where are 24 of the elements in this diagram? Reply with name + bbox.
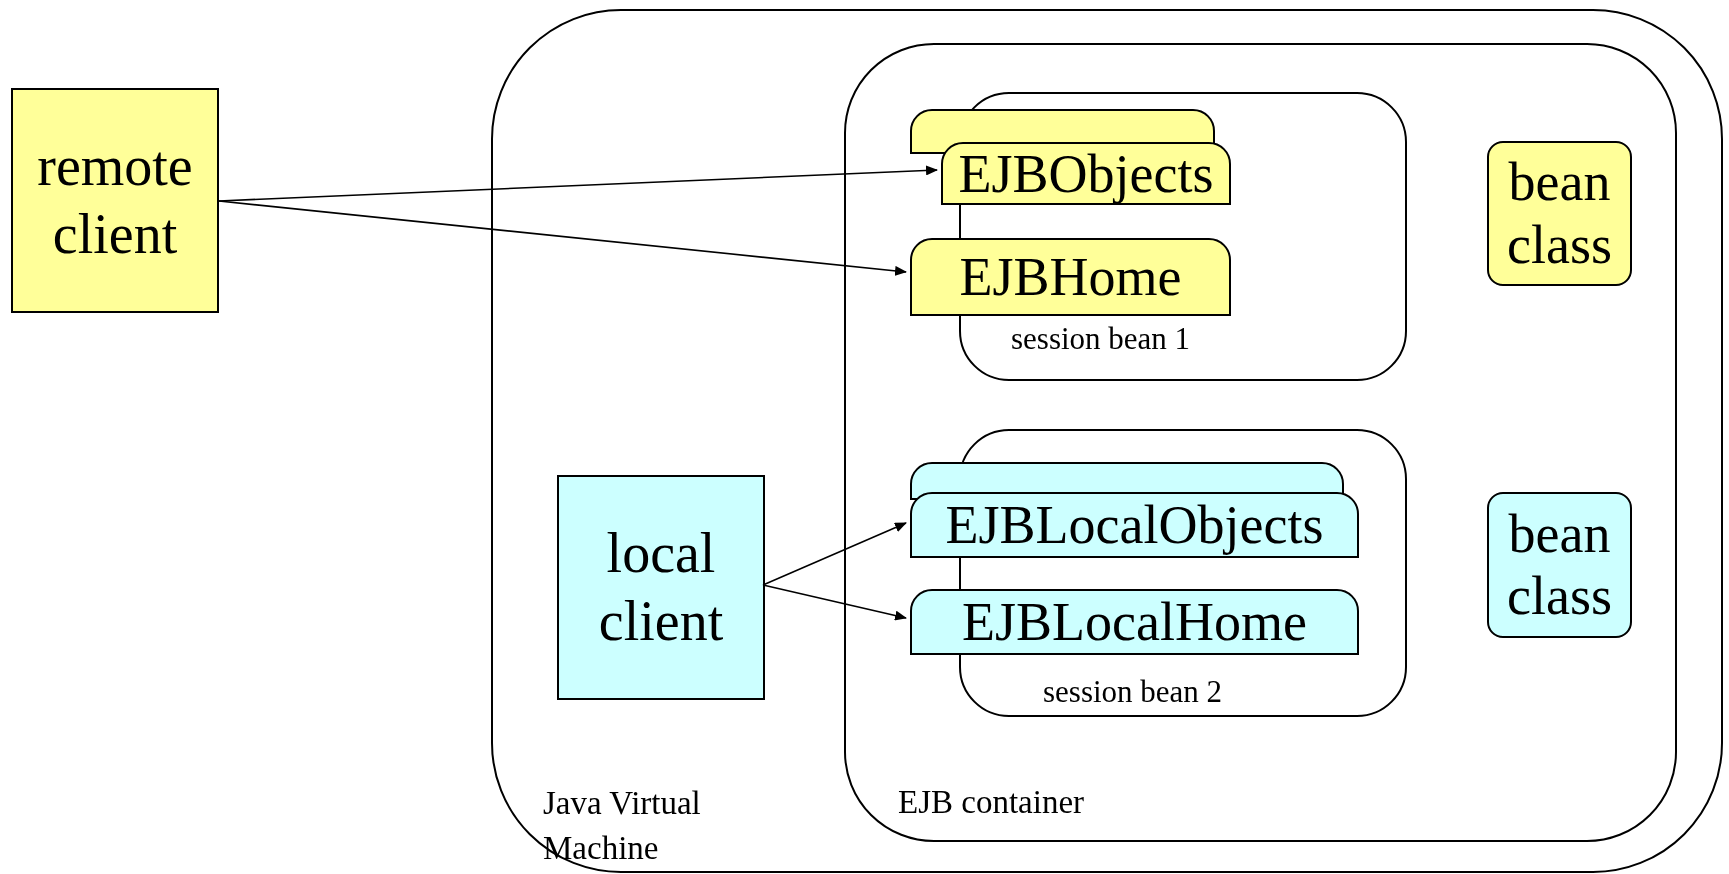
client-box xyxy=(11,88,219,313)
stacked-interface-drawing xyxy=(910,109,1231,205)
arrow xyxy=(218,200,907,276)
node-label: EJB container xyxy=(898,783,1085,822)
node-label: remote client xyxy=(36,134,194,267)
bean-class-box xyxy=(1487,141,1632,286)
stacked-interface-drawing xyxy=(910,462,1359,558)
client-box xyxy=(557,475,765,700)
arrow xyxy=(762,522,907,586)
node-label: Java Virtual Machine xyxy=(543,784,702,868)
node-label: local client xyxy=(597,521,725,654)
interface-card xyxy=(910,589,1359,655)
node-label: session bean 1 xyxy=(1011,320,1191,358)
node-label: EJBObjects xyxy=(958,146,1214,201)
container-boundary xyxy=(844,43,1677,842)
node-label: EJBHome xyxy=(959,250,1182,304)
interface-card xyxy=(910,238,1231,316)
node-label: session bean 2 xyxy=(1043,673,1223,711)
node-label: bean class xyxy=(1506,502,1613,628)
jvm-boundary xyxy=(491,9,1723,873)
bean-class-box xyxy=(1487,492,1632,638)
node-label: bean class xyxy=(1506,151,1613,276)
node-label: EJBLocalHome xyxy=(962,595,1307,649)
arrow xyxy=(762,584,907,621)
